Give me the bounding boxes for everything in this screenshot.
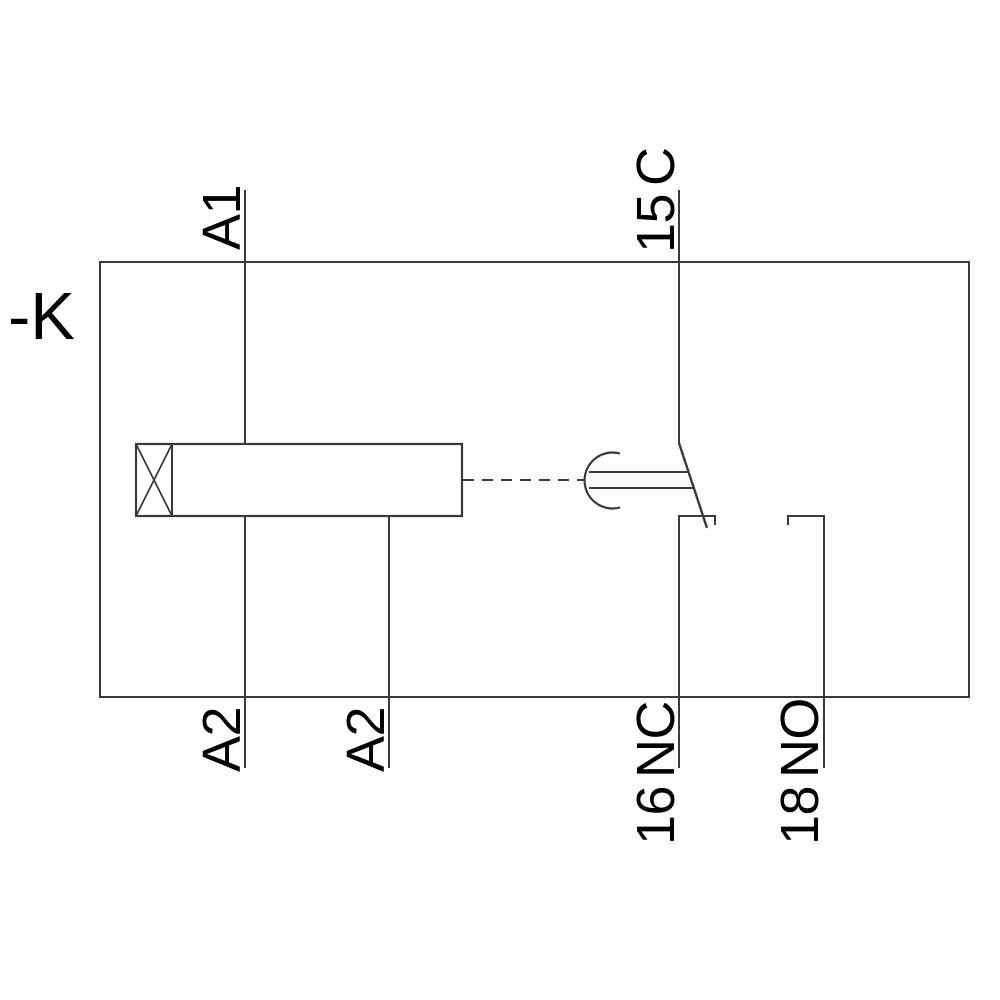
relay-outline: [99, 261, 970, 698]
terminal-label-a1: A1: [192, 185, 252, 250]
actuator-arc: [583, 451, 621, 510]
terminal-label-15c: 15 C: [626, 147, 686, 253]
no-terminal-bracket: [787, 515, 825, 768]
terminal-label-18no: 18 NO: [770, 698, 830, 845]
device-label: -K: [8, 279, 75, 354]
coil-body: [134, 442, 464, 518]
changeover-contact-lever: [677, 442, 709, 529]
terminal-label-a2-right: A2: [336, 707, 396, 772]
terminal-label-a2-left: A2: [192, 707, 252, 772]
nc-terminal-bracket: [678, 515, 716, 768]
terminal-label-16nc: 16 NC: [626, 701, 686, 845]
coil-cross-diagonal-2: [135, 443, 173, 517]
